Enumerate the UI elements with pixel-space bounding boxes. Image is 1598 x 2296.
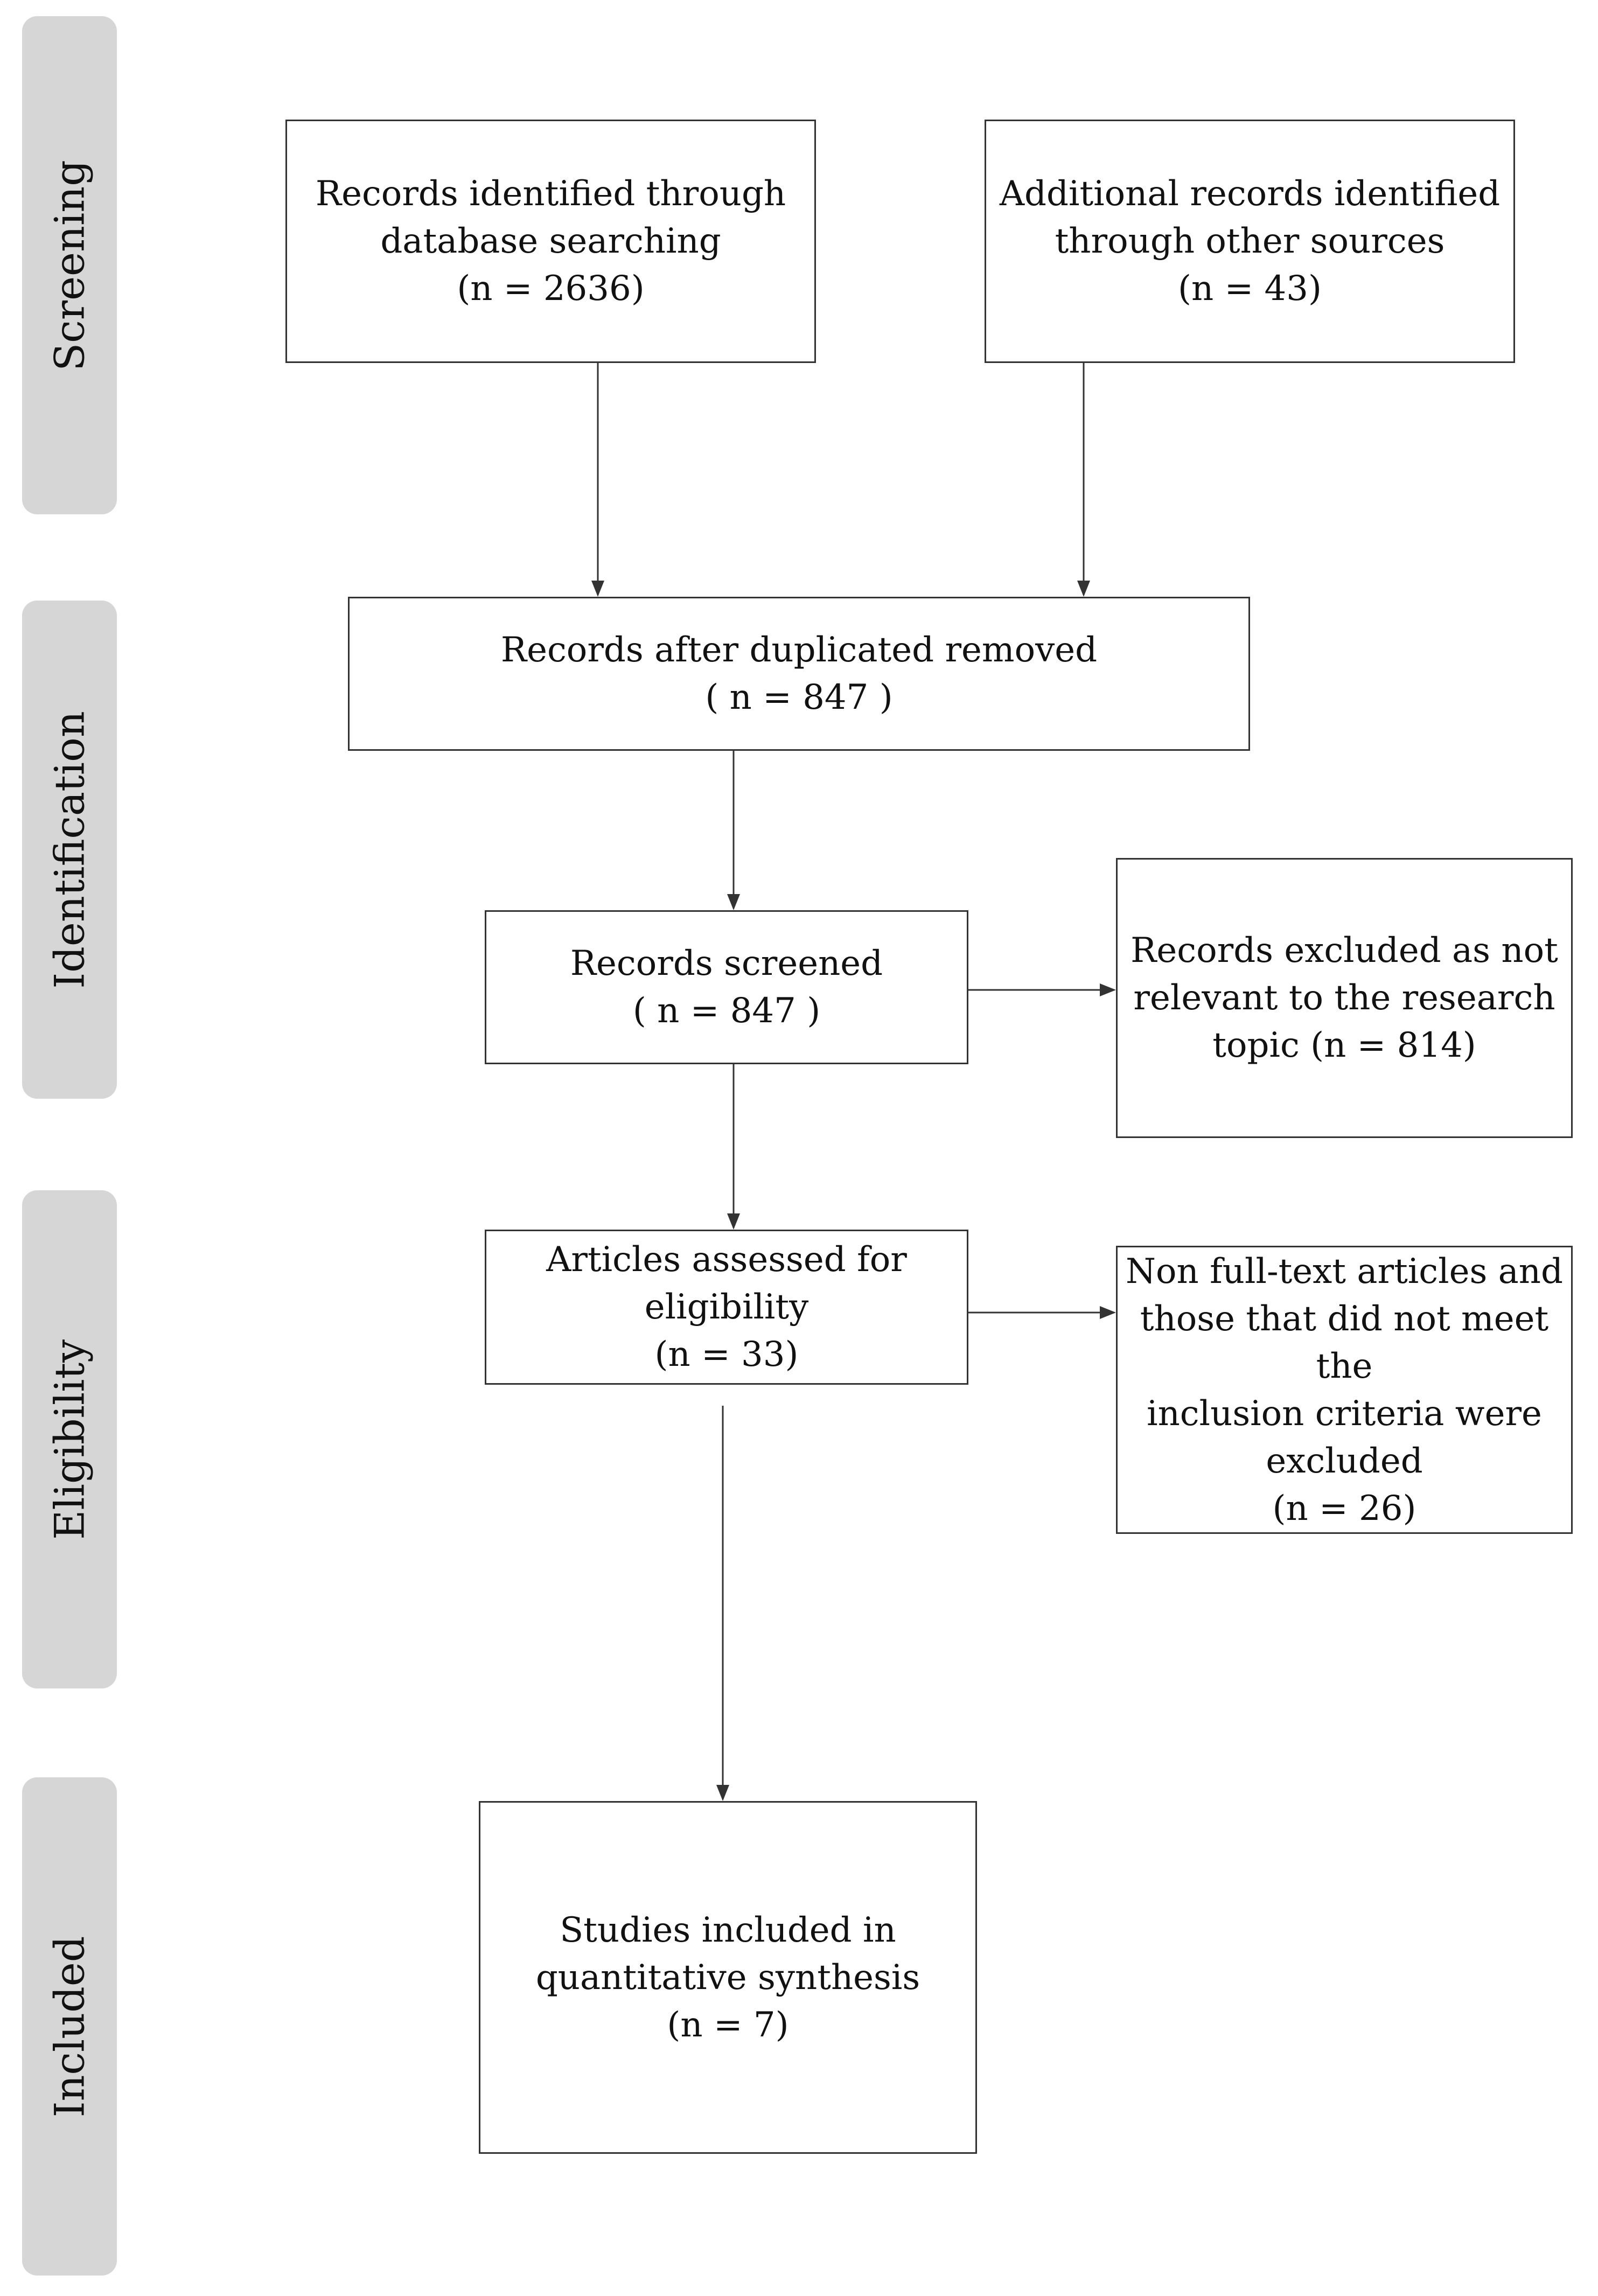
box-after-duplicates: Records after duplicated removed ( n = 8… <box>348 597 1250 751</box>
box-excluded-fulltext-text: Non full-text articles and those that di… <box>1126 1251 1563 1529</box>
box-after-duplicates-text: Records after duplicated removed ( n = 8… <box>500 630 1098 717</box>
box-other-sources-text: Additional records identified through ot… <box>999 174 1501 309</box>
box-excluded-not-relevant: Records excluded as not relevant to the … <box>1116 858 1573 1138</box>
stage-tab-identification: Identification <box>22 601 117 1099</box>
box-excluded-fulltext: Non full-text articles and those that di… <box>1116 1246 1573 1534</box>
box-excluded-not-relevant-text: Records excluded as not relevant to the … <box>1131 931 1558 1065</box>
box-other-sources: Additional records identified through ot… <box>985 120 1515 363</box>
box-included-studies: Studies included in quantitative synthes… <box>479 1801 977 2154</box>
box-database-records: Records identified through database sear… <box>285 120 816 363</box>
stage-tab-included: Included <box>22 1777 117 2276</box>
stage-tab-screening: Screening <box>22 16 117 514</box>
box-eligibility-assessed: Articles assessed for eligibility (n = 3… <box>485 1230 968 1385</box>
box-database-records-text: Records identified through database sear… <box>315 174 786 309</box>
box-records-screened: Records screened ( n = 847 ) <box>485 910 968 1064</box>
box-records-screened-text: Records screened ( n = 847 ) <box>570 944 883 1031</box>
box-eligibility-assessed-text: Articles assessed for eligibility (n = 3… <box>546 1240 907 1374</box>
box-included-studies-text: Studies included in quantitative synthes… <box>535 1910 920 2045</box>
stage-tab-eligibility: Eligibility <box>22 1190 117 1688</box>
